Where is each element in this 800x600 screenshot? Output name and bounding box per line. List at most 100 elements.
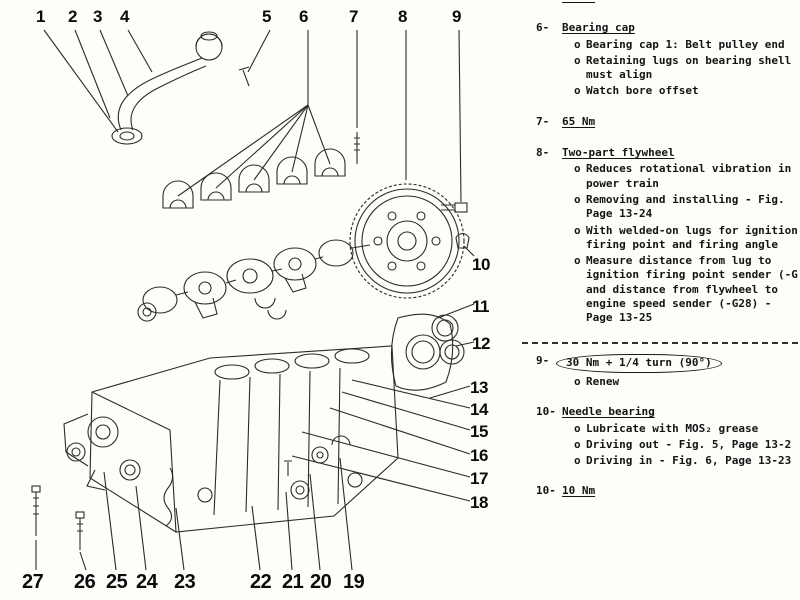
callout-1: 1 xyxy=(36,7,45,26)
callout-15: 15 xyxy=(470,422,488,441)
note-body: 30 Nm + 1/4 turn (90°) o Renew xyxy=(556,353,798,390)
note-title: 65 Nm xyxy=(562,114,596,128)
note-body: 10 Nm xyxy=(562,484,798,499)
rear-seal-flange-drawing xyxy=(390,313,465,391)
bullet-marker: o xyxy=(574,254,581,268)
bullet-marker: o xyxy=(574,421,581,435)
note-title: Bearing cap xyxy=(562,21,635,35)
note-bullet: o Removing and installing - Fig. Page 13… xyxy=(574,193,798,222)
bullet-marker: o xyxy=(574,162,581,176)
note-bullet: o Retaining lugs on bearing shell must a… xyxy=(574,54,798,83)
bullet-marker: o xyxy=(574,84,581,98)
note-title: 10 Nm xyxy=(562,484,596,498)
water-pump-drawing xyxy=(63,413,174,527)
note-bullets: o Renew xyxy=(562,375,798,389)
note-item: 6- Bearing cap o Bearing cap 1: Belt pul… xyxy=(536,21,798,98)
engine-exploded-drawing xyxy=(31,29,475,571)
bullet-text: With welded-on lugs for ignition firing … xyxy=(586,223,798,251)
bullet-text: Watch bore offset xyxy=(586,84,699,98)
bearing-caps-drawing xyxy=(162,148,346,209)
callout-27: 27 xyxy=(22,571,44,593)
note-number: 9- xyxy=(536,353,550,367)
bullet-text: Lubricate with MOS₂ grease xyxy=(586,421,759,435)
note-number: 10- xyxy=(536,405,556,419)
note-title: 10 Nm xyxy=(562,0,595,3)
callout-21: 21 xyxy=(282,571,304,593)
bullet-text: Retaining lugs on bearing shell must ali… xyxy=(586,53,792,82)
note-bullet: o Measure distance from lug to ignition … xyxy=(574,254,798,325)
note-item: 9- 30 Nm + 1/4 turn (90°) o Renew xyxy=(536,353,798,390)
callout-13: 13 xyxy=(470,378,488,397)
note-bullet: o Bearing cap 1: Belt pulley end xyxy=(574,38,798,52)
note-body: 65 Nm xyxy=(562,115,798,130)
callout-18: 18 xyxy=(470,493,488,512)
note-bullet: o Lubricate with MOS₂ grease xyxy=(574,422,798,436)
notes-column: - 10 Nm 6- Bearing cap o Bearing cap 1: … xyxy=(522,0,798,516)
bullet-marker: o xyxy=(574,437,581,451)
callout-8: 8 xyxy=(398,7,407,26)
oil-pickup-drawing xyxy=(111,31,250,145)
callout-6: 6 xyxy=(299,7,308,26)
callout-9: 9 xyxy=(452,7,461,26)
bullet-text: Measure distance from lug to ignition fi… xyxy=(586,254,798,325)
crankshaft-drawing xyxy=(137,239,371,322)
engine-block-drawing xyxy=(89,345,399,533)
callout-3: 3 xyxy=(93,7,102,26)
callout-19: 19 xyxy=(343,571,365,593)
callout-7: 7 xyxy=(349,7,358,26)
stud-bolt-drawing xyxy=(354,132,360,164)
note-bullet: o Driving in - Fig. 6, Page 13-23 xyxy=(574,454,798,468)
bullet-text: Bearing cap 1: Belt pulley end xyxy=(586,37,785,51)
note-body: Bearing cap o Bearing cap 1: Belt pulley… xyxy=(562,21,798,98)
notes-list: - 10 Nm 6- Bearing cap o Bearing cap 1: … xyxy=(522,0,798,500)
note-title: 30 Nm + 1/4 turn (90°) xyxy=(556,353,722,373)
note-body: Needle bearing o Lubricate with MOS₂ gre… xyxy=(562,405,798,468)
callout-4: 4 xyxy=(120,7,129,26)
callout-2: 2 xyxy=(68,7,77,26)
bullet-marker: o xyxy=(574,53,581,67)
callout-10: 10 xyxy=(472,255,490,274)
note-number: 10- xyxy=(536,484,556,498)
bullet-marker: o xyxy=(574,454,581,468)
note-item: 10- 10 Nm xyxy=(536,484,798,499)
callout-5: 5 xyxy=(262,7,271,26)
callout-20: 20 xyxy=(310,571,332,593)
callout-12: 12 xyxy=(472,334,490,353)
note-item: 8- Two-part flywheel o Reduces rotationa… xyxy=(536,146,798,326)
callout-17: 17 xyxy=(470,469,488,488)
callout-25: 25 xyxy=(106,571,128,593)
callout-22: 22 xyxy=(250,571,272,593)
note-bullet: o Watch bore offset xyxy=(574,84,798,98)
note-number: 7- xyxy=(536,114,550,128)
note-number: 8- xyxy=(536,146,550,160)
callout-16: 16 xyxy=(470,446,488,465)
note-bullet: o Renew xyxy=(574,375,798,389)
bullet-marker: o xyxy=(574,37,581,51)
callout-26: 26 xyxy=(74,571,96,593)
note-bullets: o Lubricate with MOS₂ grease o Driving o… xyxy=(562,422,798,469)
note-bullet: o Driving out - Fig. 5, Page 13-2 xyxy=(574,438,798,452)
callout-24: 24 xyxy=(136,571,158,593)
callout-23: 23 xyxy=(174,571,196,593)
note-bullet: o With welded-on lugs for ignition firin… xyxy=(574,224,798,253)
note-item: 10- Needle bearing o Lubricate with MOS₂… xyxy=(536,405,798,468)
note-bullets: o Reduces rotational vibration in power … xyxy=(562,162,798,325)
note-body: 10 Nm xyxy=(562,0,798,5)
hand-drawn-divider xyxy=(522,341,798,344)
callout-11: 11 xyxy=(472,297,489,316)
note-item: 7- 65 Nm xyxy=(536,115,798,130)
bullet-marker: o xyxy=(574,223,581,237)
leader-lines xyxy=(35,29,475,571)
note-title: Needle bearing xyxy=(562,405,655,419)
flywheel-drawing xyxy=(349,183,465,299)
bullet-text: Driving out - Fig. 5, Page 13-2 xyxy=(586,437,792,451)
flywheel-bolt-drawing xyxy=(441,202,470,249)
callout-14: 14 xyxy=(470,400,488,419)
note-bullets: o Bearing cap 1: Belt pulley end o Retai… xyxy=(562,38,798,99)
bullet-marker: o xyxy=(574,374,581,388)
bolts-drawing xyxy=(31,485,85,550)
bullet-text: Removing and installing - Fig. Page 13-2… xyxy=(586,192,785,221)
note-bullet: o Reduces rotational vibration in power … xyxy=(574,162,798,191)
